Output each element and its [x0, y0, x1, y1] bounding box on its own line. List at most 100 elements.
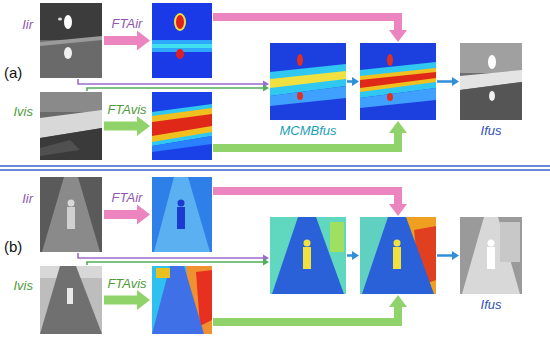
- illustration-part: [270, 71, 346, 88]
- illustration-part: [174, 13, 186, 31]
- illustration-part: [64, 47, 72, 59]
- illustration-part: [40, 92, 102, 112]
- mcmb-map: [270, 217, 346, 294]
- image-label: Ifus: [481, 297, 502, 312]
- vis-input-image: Ivis: [40, 92, 102, 160]
- ir-image: [40, 177, 102, 252]
- illustration-part: [40, 40, 102, 78]
- fta-vis-map: [152, 266, 212, 334]
- edge-label: FTAir: [112, 16, 143, 31]
- illustration-part: [40, 36, 102, 46]
- panel-label: (b): [4, 238, 22, 255]
- arrowhead: [452, 251, 459, 260]
- illustration-part: [360, 68, 436, 92]
- illustration-part: [58, 18, 62, 21]
- weight-arrow: [213, 295, 407, 322]
- connector-line: [104, 296, 138, 305]
- fta-vis-map: [152, 92, 212, 160]
- edge-label: FTAir: [112, 190, 143, 205]
- illustration-part: [393, 247, 401, 269]
- fta-arrow: [104, 290, 150, 310]
- fta-vis-map: [152, 92, 212, 160]
- illustration-part: [64, 15, 72, 29]
- ir-image: [40, 3, 102, 78]
- flow-arrow: [437, 77, 459, 86]
- illustration-part: [152, 3, 212, 78]
- panel-label: (a): [4, 64, 22, 81]
- illustration-part: [156, 268, 170, 278]
- illustration-part: [40, 140, 80, 156]
- image-label: Iir: [22, 191, 33, 206]
- arrowhead: [352, 251, 359, 260]
- vis-input-image: Ivis: [40, 266, 102, 334]
- fused-image: [460, 217, 522, 294]
- illustration-part: [154, 177, 210, 252]
- fused-map: [360, 217, 436, 294]
- illustration-part: [0, 165, 550, 167]
- illustration-part: [394, 240, 401, 247]
- arrowhead: [452, 77, 459, 86]
- illustration-part: [330, 222, 344, 252]
- illustration-part: [272, 217, 344, 294]
- input-line: [78, 79, 269, 88]
- flow-arrow: [347, 251, 359, 260]
- illustration-part: [270, 43, 346, 120]
- arrowhead: [389, 204, 407, 216]
- image-label: Ifus: [481, 123, 502, 138]
- illustration-part: [42, 177, 100, 252]
- illustration-part: [362, 217, 434, 294]
- connector-line: [104, 36, 138, 45]
- fta-arrow: [104, 31, 150, 51]
- fused-weight-map: [360, 217, 436, 294]
- fta-arrow: [104, 205, 150, 225]
- connector-line: [213, 306, 398, 322]
- arrowhead: [352, 77, 359, 86]
- fta-arrow: [104, 116, 150, 136]
- fused-image: [460, 43, 522, 120]
- illustration-part: [152, 136, 212, 152]
- illustration-part: [40, 266, 102, 334]
- connector-line: [213, 191, 398, 205]
- illustration-part: [500, 222, 520, 262]
- illustration-part: [360, 43, 436, 120]
- illustration-part: [0, 169, 550, 171]
- image-label: Ivis: [14, 104, 34, 119]
- illustration-part: [177, 207, 185, 229]
- illustration-part: [360, 88, 436, 108]
- illustration-part: [460, 217, 522, 294]
- fta-ir-map: [152, 177, 212, 252]
- fused-output-image: Ifus: [460, 217, 522, 294]
- connector-line: [437, 80, 453, 83]
- mcmb-fusion-map: [270, 217, 346, 294]
- illustration-part: [40, 3, 102, 78]
- illustration-part: [152, 177, 212, 252]
- fta-ir-map: [152, 3, 212, 78]
- illustration-part: [387, 93, 393, 101]
- flow-arrow: [437, 251, 459, 260]
- illustration-part: [152, 92, 212, 160]
- illustration-part: [360, 72, 436, 88]
- illustration-part: [487, 247, 495, 269]
- illustration-part: [176, 49, 184, 59]
- input-line: [87, 259, 269, 266]
- ir-input-image: Iir: [40, 177, 102, 252]
- illustration-part: [460, 43, 522, 120]
- illustration-part: [152, 266, 212, 334]
- image-label: Iir: [22, 17, 33, 32]
- illustration-part: [40, 92, 102, 160]
- illustration-part: [152, 44, 212, 48]
- illustration-part: [68, 200, 75, 207]
- image-label: Ivis: [14, 278, 34, 293]
- illustration-part: [176, 15, 184, 29]
- illustration-part: [40, 177, 102, 252]
- weight-arrow: [213, 17, 407, 42]
- weight-arrow: [213, 191, 407, 216]
- edge-label: FTAvis: [107, 102, 146, 117]
- illustration-part: [40, 128, 102, 160]
- illustration-part: [488, 240, 495, 247]
- illustration-part: [152, 266, 204, 334]
- vis-image: [40, 266, 102, 334]
- connector-line: [213, 17, 398, 31]
- mcmb-map: [270, 43, 346, 120]
- illustration-part: [489, 91, 495, 101]
